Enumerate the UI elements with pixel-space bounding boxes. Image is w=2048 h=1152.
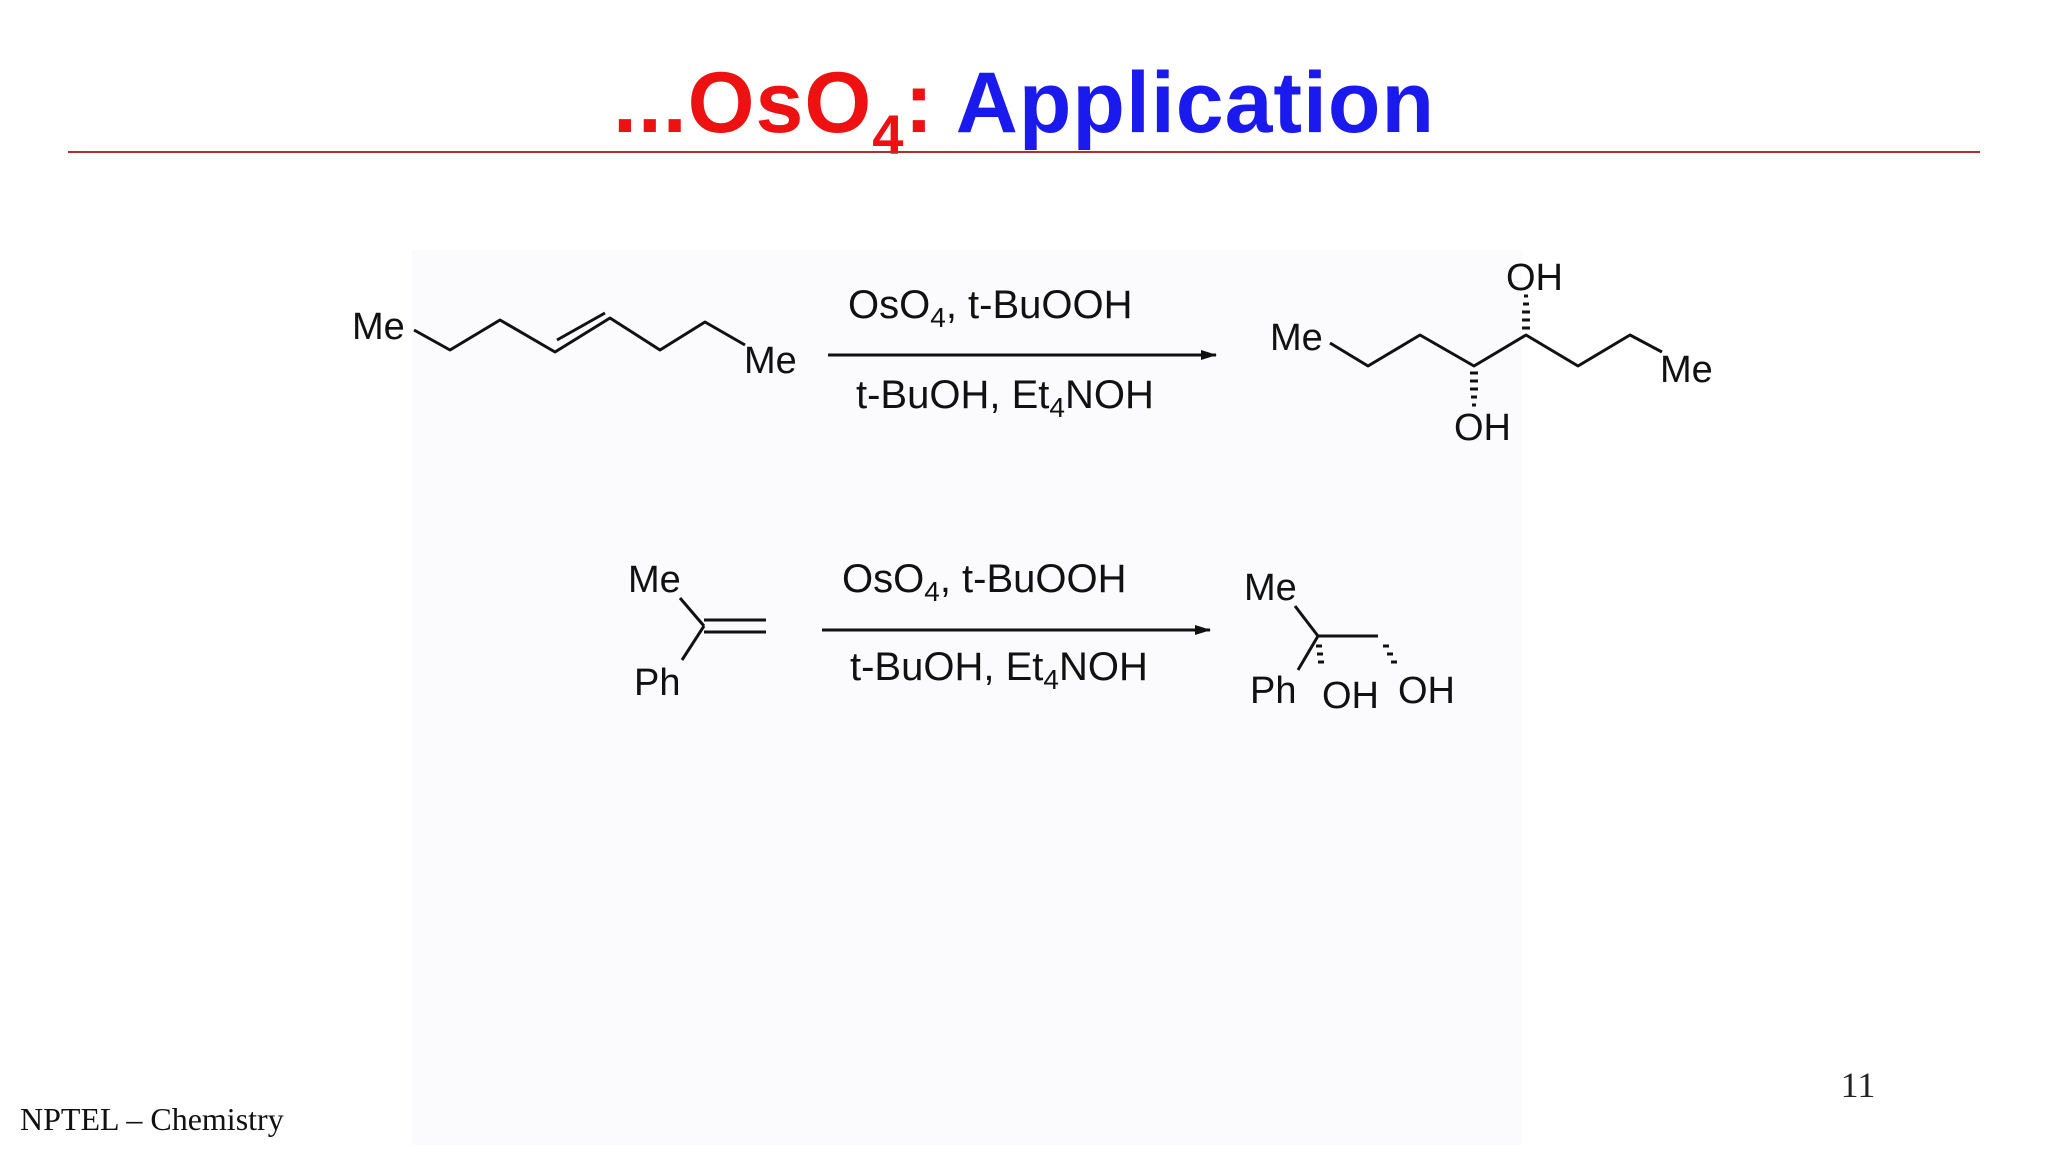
reactant-1-me-left: Me	[352, 306, 405, 348]
page-number: 11	[1840, 1065, 1876, 1105]
reaction-2: Me Ph OsO4, t-BuOOH t-BuOH, Et4NOH Me Ph	[628, 557, 1455, 717]
product-1-me-right: Me	[1660, 349, 1713, 391]
reactant-2-ph: Ph	[634, 662, 680, 704]
reactant-1-double-bond	[556, 311, 606, 342]
title-divider	[68, 151, 1980, 153]
product-2-ph: Ph	[1250, 670, 1296, 712]
product-1-oh-top: OH	[1506, 257, 1563, 299]
title-prefix: ...OsO	[612, 55, 873, 151]
title-subscript: 4	[872, 103, 905, 166]
reactant-1-structure: Me Me	[352, 306, 797, 382]
product-2-bond-ph	[1296, 635, 1320, 671]
reactant-2-bond-me	[678, 597, 706, 627]
reactant-1-me-right: Me	[744, 340, 797, 382]
title-main: Application	[955, 55, 1435, 151]
reaction-1-reagents-top: OsO4, t-BuOOH	[848, 283, 1133, 333]
reactant-2-bond-ph	[680, 625, 706, 661]
product-1-hashed-bond-down	[1470, 371, 1478, 407]
product-1-hashed-bond-up	[1522, 294, 1530, 330]
reaction-2-reagents-bottom: t-BuOH, Et4NOH	[850, 645, 1148, 695]
reactant-1-chain	[413, 316, 746, 354]
reaction-2-conditions: OsO4, t-BuOOH t-BuOH, Et4NOH	[822, 557, 1211, 695]
reaction-1: Me Me OsO4, t-BuOOH t-BuOH, Et4NOH Me Me	[352, 257, 1713, 449]
product-2-structure: Me Ph OH OH	[1244, 567, 1455, 717]
product-2-oh-left: OH	[1322, 675, 1379, 717]
product-2-bond-me	[1293, 605, 1320, 637]
product-2-hashed-bond-primary	[1383, 644, 1397, 664]
product-2-me: Me	[1244, 567, 1297, 609]
product-2-oh-right: OH	[1398, 670, 1455, 712]
slide-title: ...OsO4: Application	[0, 48, 2048, 163]
product-1-oh-bottom: OH	[1454, 407, 1511, 449]
product-1-me-left: Me	[1270, 317, 1323, 359]
reactant-2-structure: Me Ph	[628, 559, 766, 704]
reactant-2-me: Me	[628, 559, 681, 601]
footer-course-label: NPTEL – Chemistry	[20, 1101, 284, 1137]
product-2-hashed-bond-quaternary	[1316, 644, 1324, 664]
reaction-1-reagents-bottom: t-BuOH, Et4NOH	[856, 373, 1154, 423]
reaction-1-conditions: OsO4, t-BuOOH t-BuOH, Et4NOH	[828, 283, 1217, 423]
scheme-panel	[412, 250, 1522, 1145]
product-1-structure: Me Me OH OH	[1270, 257, 1713, 449]
product-1-chain	[1329, 333, 1663, 368]
reaction-2-reagents-top: OsO4, t-BuOOH	[842, 557, 1127, 607]
title-colon: :	[904, 55, 935, 151]
